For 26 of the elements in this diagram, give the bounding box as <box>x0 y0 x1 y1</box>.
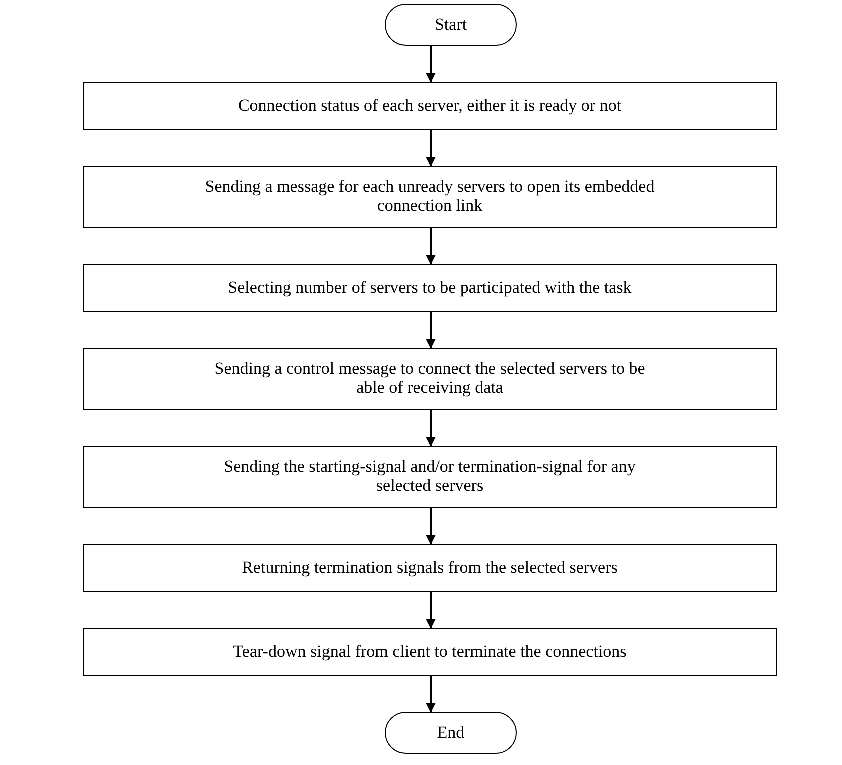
node-text: Sending a message for each unready servers to open its embedded connection link <box>204 178 656 216</box>
process-box <box>83 446 777 508</box>
node-text: Start <box>434 16 468 34</box>
process-box <box>83 166 777 228</box>
process-box <box>83 628 777 676</box>
process-box <box>83 264 777 312</box>
process-box <box>83 544 777 592</box>
terminal-pill <box>385 4 517 46</box>
arrow <box>426 508 436 545</box>
arrow <box>426 676 436 713</box>
process-box <box>83 82 777 130</box>
node-text: End <box>437 724 465 742</box>
arrow <box>426 46 436 83</box>
node-text: Connection status of each server, either it is ready or not <box>238 96 622 116</box>
arrow <box>426 228 436 265</box>
terminal-pill <box>385 712 517 754</box>
node-text: Selecting number of servers to be participated with the task <box>228 278 632 298</box>
node-text: Sending a control message to connect the selected servers to be able of receiving data <box>214 360 646 398</box>
arrow <box>426 592 436 629</box>
node-text: Sending the starting-signal and/or termination-signal for any selected servers <box>223 458 637 496</box>
arrow <box>426 312 436 349</box>
node-text: Returning termination signals from the selected servers <box>242 558 618 578</box>
node-text: Tear-down signal from client to terminate the connections <box>233 642 627 662</box>
arrow <box>426 410 436 447</box>
process-box <box>83 348 777 410</box>
arrow <box>426 130 436 167</box>
